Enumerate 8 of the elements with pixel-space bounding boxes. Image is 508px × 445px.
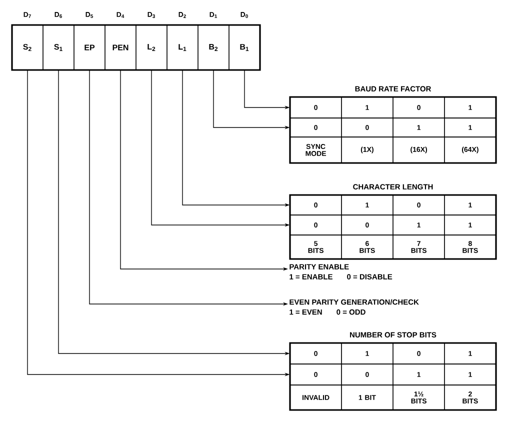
bit-cell: L$_{2}$ <box>136 24 168 70</box>
bit-cell: S$_{1}$ <box>42 24 74 70</box>
bit-cell: PEN <box>104 24 136 70</box>
bit-cell: S$_{2}$ <box>12 24 44 70</box>
bit-cell: L$_{1}$ <box>166 24 198 70</box>
bit-cell: B$_{1}$ <box>228 24 260 70</box>
bit-cell: EP <box>74 24 106 70</box>
bit-cell: B$_{2}$ <box>198 24 230 70</box>
